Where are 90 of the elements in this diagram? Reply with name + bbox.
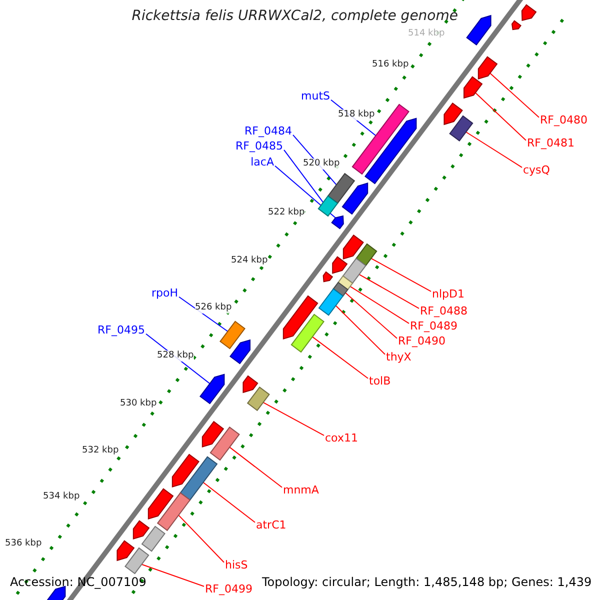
gene-label: RF_0495 [98, 324, 145, 336]
gene-block [242, 375, 258, 394]
gene-block [210, 426, 240, 461]
gene-block [46, 586, 66, 600]
leader-line [274, 165, 336, 218]
gene-label: nlpD1 [432, 288, 464, 300]
gene-label: mnmA [283, 484, 319, 496]
gene-block [338, 275, 354, 290]
scale-label: 522 kbp [268, 208, 305, 218]
gene-label: cysQ [523, 164, 550, 176]
gene-label: RF_0488 [420, 304, 468, 318]
leader-line [358, 274, 420, 309]
gene-label: RF_0484 [244, 124, 292, 138]
gene-label: hisS [225, 558, 248, 572]
scale-label: 524 kbp [231, 256, 268, 266]
leader-line [335, 305, 386, 355]
scale-label: 534 kbp [43, 492, 80, 502]
gene-block [282, 295, 318, 340]
scale-label: 516 kbp [372, 60, 409, 70]
gene-block [364, 118, 417, 184]
gene-block [444, 102, 463, 126]
gene-block [342, 258, 366, 284]
gene-label: mutS [301, 90, 330, 102]
gene-label: RF_0490 [398, 334, 446, 348]
scale-label: 532 kbp [82, 446, 119, 456]
gene-label: RF_0481 [527, 136, 574, 150]
scale-label: 530 kbp [120, 398, 157, 410]
gene-block [449, 115, 474, 142]
leader-line [370, 258, 432, 292]
gene-block [179, 456, 218, 502]
title: Rickettsia felis URRWXCal2, complete genome [132, 8, 458, 24]
gene-block [521, 4, 537, 22]
gene-block [116, 540, 135, 562]
leader-line [284, 149, 324, 203]
gene-block [342, 234, 364, 260]
gene-block [464, 76, 483, 99]
gene-block [230, 339, 250, 364]
gene-block [172, 454, 200, 488]
gene-block [156, 492, 191, 532]
gene-block [141, 526, 166, 552]
gene-label: RF_0489 [410, 320, 458, 332]
genome-info-text: Topology: circular; Length: 1,485,148 bp; Genes: 1,439 [262, 575, 592, 589]
scale-label: 518 kbp [338, 110, 375, 120]
leader-line [344, 292, 398, 339]
scale-label: 528 kbp [157, 350, 194, 362]
gene-block [220, 320, 246, 350]
gene-label: thyX [386, 350, 412, 364]
gene-block [342, 182, 368, 215]
scale-label: 514 kbp [408, 28, 445, 40]
gene-block [332, 256, 348, 274]
gene-label: RF_0499 [205, 582, 252, 596]
leader-line [312, 336, 368, 379]
gene-block [511, 20, 522, 30]
gene-block [200, 374, 225, 404]
leader-line [202, 482, 256, 523]
gene-label: rpoH [151, 286, 178, 300]
gene-block [322, 271, 334, 282]
leader-line [141, 564, 204, 587]
gene-block [132, 520, 150, 540]
gene-block [356, 243, 378, 266]
scale-label: 526 kbp [195, 302, 232, 314]
leader-line [490, 72, 540, 118]
gene-block [148, 488, 174, 520]
gene-label: lacA [250, 156, 274, 168]
gene-label: RF_0480 [540, 114, 588, 126]
gene-block [327, 172, 356, 204]
scale-label: 536 kbp [5, 538, 42, 550]
gene-block [124, 547, 150, 574]
gene-label: cox11 [325, 432, 358, 444]
leader-line [229, 446, 282, 488]
gene-block [318, 195, 338, 217]
gene-label: tolB [369, 374, 391, 388]
gene-block [290, 314, 324, 353]
gene-block [246, 386, 270, 412]
leader-line [474, 92, 526, 141]
gene-block [331, 215, 344, 230]
leader-line [262, 402, 324, 436]
leader-line [178, 296, 228, 332]
accession-text: Accession: NC_007109 [10, 575, 146, 589]
gene-block [466, 14, 492, 46]
gene-block [202, 420, 224, 448]
leader-line [466, 132, 522, 168]
gene-label: RF_0485 [236, 140, 283, 152]
leader-line [178, 514, 224, 563]
gene-block [318, 288, 344, 316]
scale-label: 520 kbp [303, 158, 340, 170]
leader-line [350, 286, 410, 324]
gene-block [332, 282, 348, 297]
gene-label: atrC1 [256, 518, 286, 532]
gene-block [478, 56, 498, 80]
